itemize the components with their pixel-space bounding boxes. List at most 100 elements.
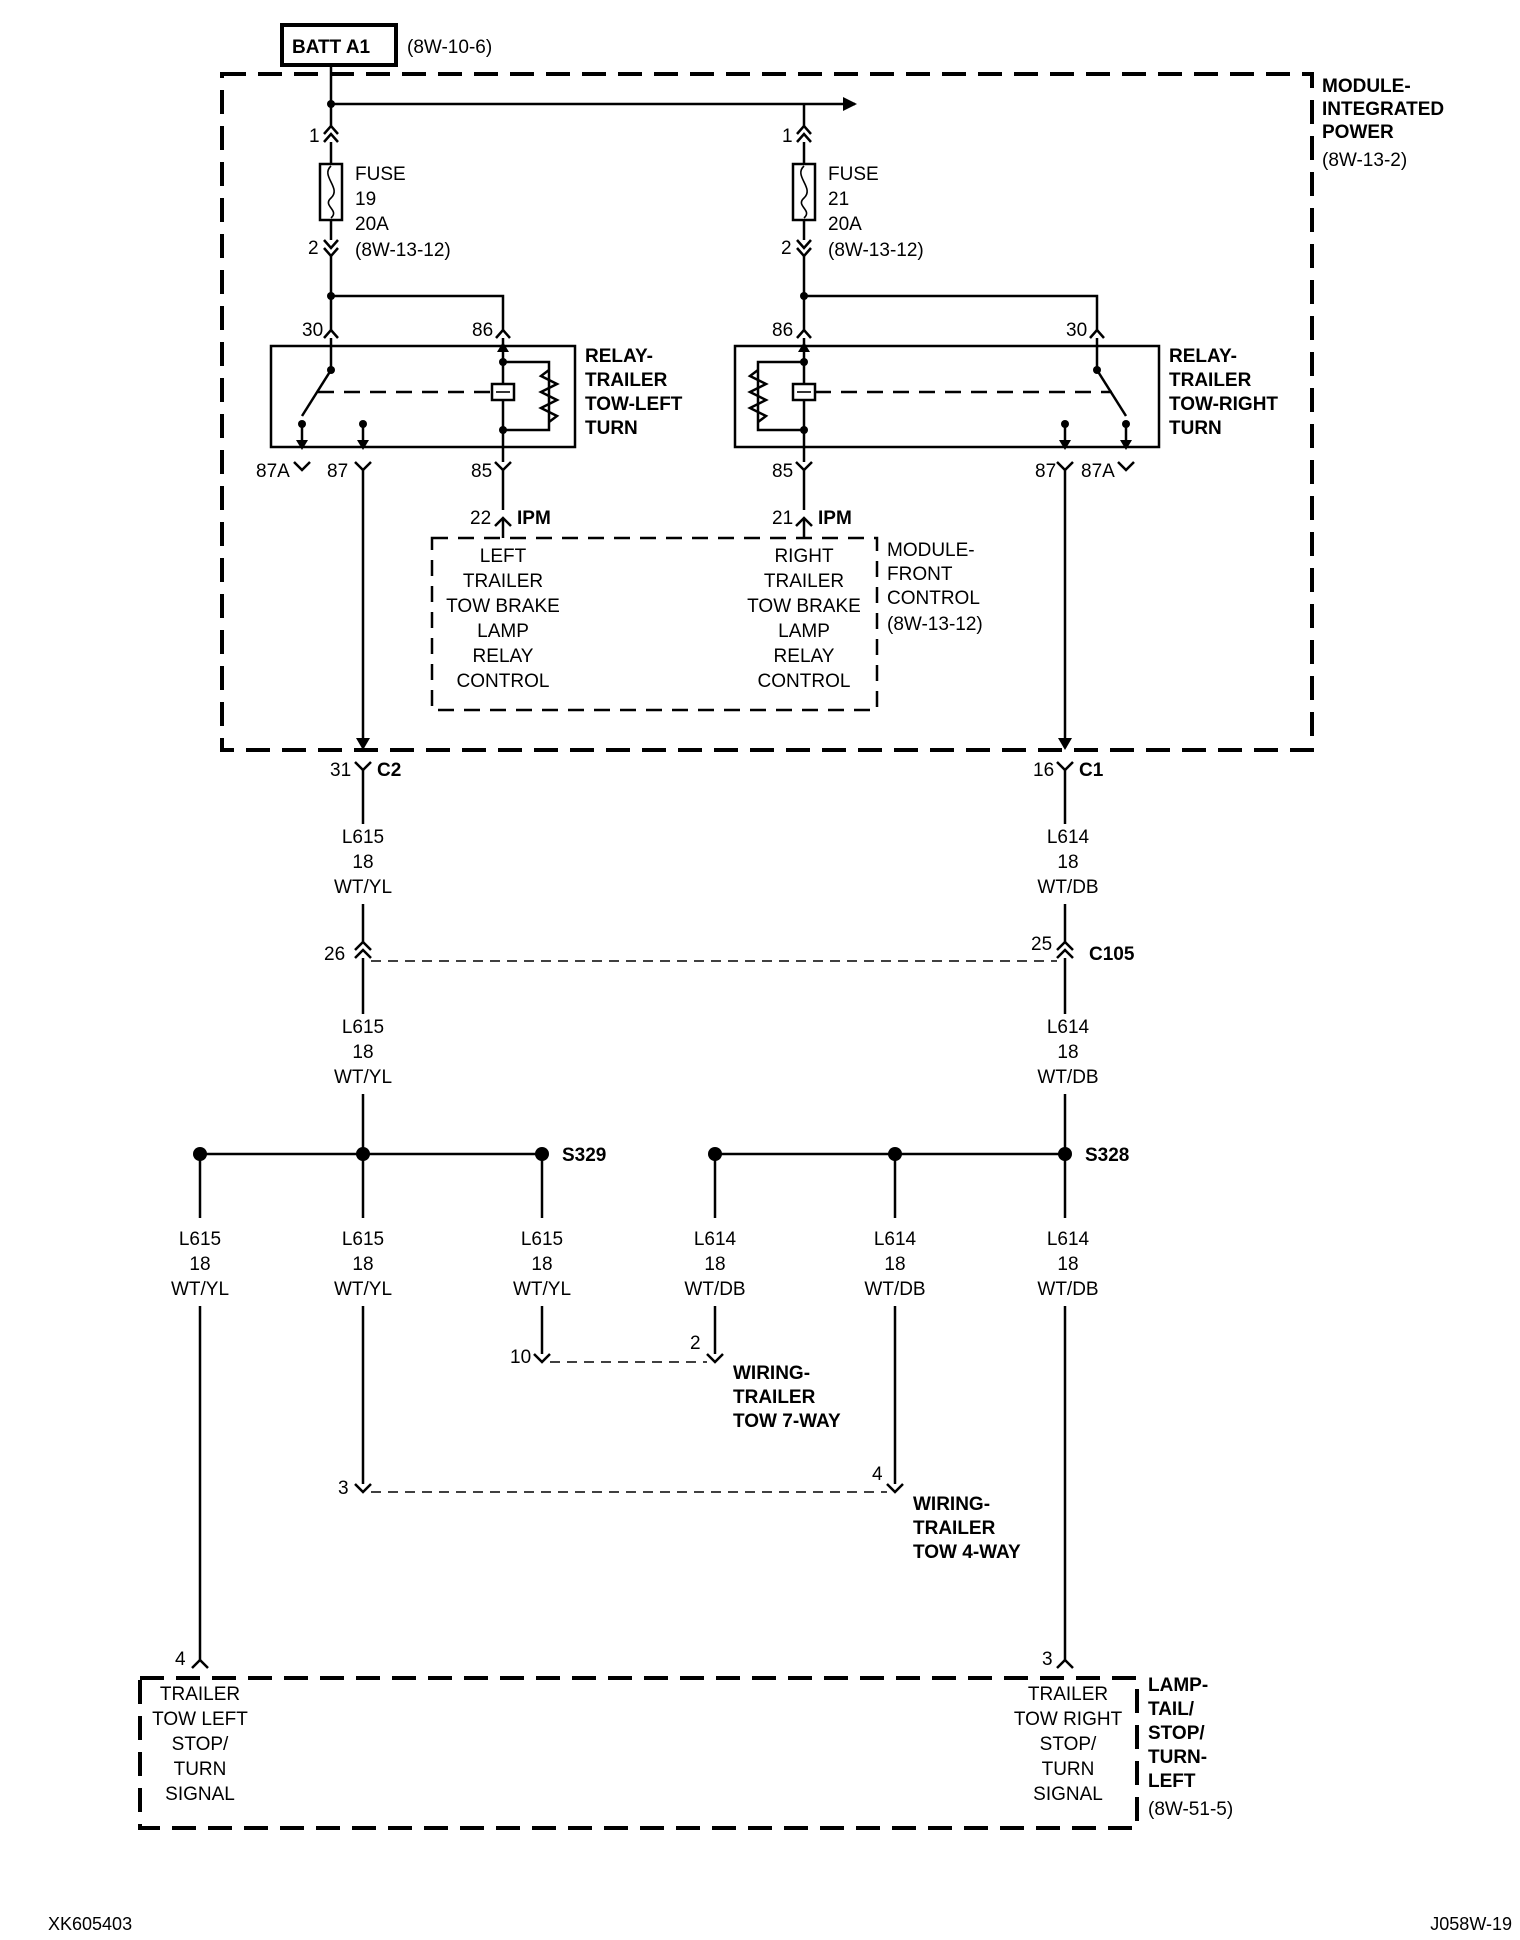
fuse-19-line-4: (8W-13-12) [355, 240, 451, 261]
relay-right-pin87a: 87A [1081, 461, 1115, 482]
c105-left-connector [354, 940, 372, 959]
relay-right-87-arrow [1059, 440, 1071, 450]
tow7-right-connector [706, 1353, 724, 1364]
fuse-19-top-connector [323, 124, 339, 143]
wire-l615-gauge-2: 18 [352, 1042, 373, 1063]
front-control-module: LEFT TRAILER TOW BRAKE LAMP RELAY CONTRO… [430, 536, 983, 712]
branch-2-gauge: 18 [352, 1254, 373, 1275]
wire-labels-upper: L615 18 WT/YL L614 18 WT/DB [334, 827, 1099, 898]
wire-l614-gauge-2: 18 [1057, 1042, 1078, 1063]
relay-right-pin86-connector [796, 328, 812, 339]
fcm-left-line-1: LEFT [480, 546, 527, 567]
lamp-left-line-4: TURN [174, 1759, 227, 1780]
fuse-19: 1 2 FUSE 19 20A (8W-13-12) [308, 124, 451, 261]
c105-connector: 26 25 C105 [324, 934, 1135, 965]
relay-right-contact-feed [804, 294, 1099, 330]
tow4-label-3: TOW 4-WAY [913, 1542, 1021, 1563]
relay-left-coil-arrow [497, 342, 509, 352]
relay-left: 30 86 87A 87 85 RELAY- TRAILER TOW-LEFT [256, 256, 683, 482]
feed-bus-junction [327, 100, 335, 108]
fuse-21-pin-bottom: 2 [781, 238, 792, 259]
c105-right-pin: 25 [1031, 934, 1052, 955]
fuse-19-body [318, 162, 344, 222]
fuse-21-pin-top: 1 [782, 126, 793, 147]
branch-4-gauge: 18 [704, 1254, 725, 1275]
lamp-right-line-5: SIGNAL [1033, 1784, 1103, 1805]
lamp-left-connector [191, 1658, 209, 1669]
fuse-21-line-2: 21 [828, 189, 849, 210]
c2-name: C2 [377, 760, 401, 781]
lamp-left-line-2: TOW LEFT [152, 1709, 248, 1730]
relay-left-armature [300, 369, 333, 417]
relay-right-pin87-connector [1056, 461, 1074, 472]
left-87-arrow [356, 738, 370, 750]
ipm-pin22-connector-name: IPM [517, 508, 551, 529]
branch-1-gauge: 18 [189, 1254, 210, 1275]
lamp-right-line-1: TRAILER [1028, 1684, 1108, 1705]
relay-left-pin85-connector [494, 461, 512, 472]
relay-left-87-arrow [357, 440, 369, 450]
fcm-left-line-2: TRAILER [463, 571, 543, 592]
fuse-19-line-1: FUSE [355, 164, 406, 185]
fuse-21-line-4: (8W-13-12) [828, 240, 924, 261]
ipm-boundary [220, 72, 1314, 752]
relay-right-pin87a-connector [1117, 461, 1135, 472]
s328-label: S328 [1085, 1145, 1129, 1166]
splice-s329: S329 [193, 1145, 606, 1166]
tow7-right-pin: 2 [690, 1333, 701, 1354]
lamp-label-5: LEFT [1148, 1771, 1196, 1792]
relay-left-pin87-connector [354, 461, 372, 472]
left-output-circuit: 31 C2 [330, 470, 401, 782]
relay-left-pin85: 85 [471, 461, 492, 482]
relay-left-pin87a-connector [293, 461, 311, 472]
c1-connector [1056, 761, 1074, 772]
relay-left-pin87a: 87A [256, 461, 290, 482]
relay-left-label-1: RELAY- [585, 346, 653, 367]
wire-l615-gauge-1: 18 [352, 852, 373, 873]
fuse-19-line-2: 19 [355, 189, 376, 210]
relay-right-label-3: TOW-RIGHT [1169, 394, 1278, 415]
relay-right-feed-junction [800, 292, 808, 300]
relay-left-label-4: TURN [585, 418, 638, 439]
relay-right-coil-arrow [798, 342, 810, 352]
lamp-left-line-5: SIGNAL [165, 1784, 235, 1805]
lamp-left-line-3: STOP/ [172, 1734, 229, 1755]
branch-1-circuit: L615 [179, 1229, 221, 1250]
branch-5-circuit: L614 [874, 1229, 917, 1250]
lamp-label-2: TAIL/ [1148, 1699, 1195, 1720]
relay-right-pin30-connector [1089, 328, 1105, 339]
tow4-label-1: WIRING- [913, 1494, 990, 1515]
fuse-21-element [800, 165, 808, 219]
branch-3-color: WT/YL [513, 1279, 571, 1300]
relay-left-label-2: TRAILER [585, 370, 668, 391]
tow7-left-connector [533, 1353, 551, 1364]
batt-label: BATT A1 [292, 37, 371, 58]
relay-left-coil-feed [331, 294, 505, 330]
relay-right-label-4: TURN [1169, 418, 1222, 439]
tow7-left-pin: 10 [510, 1347, 531, 1368]
relay-right-pin85-connector [795, 461, 813, 472]
s329-label: S329 [562, 1145, 606, 1166]
relay-right-pin30: 30 [1066, 320, 1087, 341]
fuse-19-element [327, 165, 335, 219]
wire-l614-circuit-1: L614 [1047, 827, 1090, 848]
tow7-label-1: WIRING- [733, 1363, 810, 1384]
fuse-21: 1 2 FUSE 21 20A (8W-13-12) [781, 124, 924, 261]
right-87-arrow [1058, 738, 1072, 750]
batt-ref: (8W-10-6) [407, 37, 492, 58]
wire-l615-color-1: WT/YL [334, 877, 392, 898]
fuse-21-line-3: 20A [828, 214, 862, 235]
branch-4-circuit: L614 [694, 1229, 737, 1250]
fcm-right-line-4: LAMP [778, 621, 830, 642]
relay-left-label-3: TOW-LEFT [585, 394, 683, 415]
ipm-label-line-3: POWER [1322, 122, 1394, 143]
footer-left-code: XK605403 [48, 1914, 132, 1934]
fuse-21-bottom-connector [796, 239, 812, 258]
fuse-21-body [791, 162, 817, 222]
tow4-left-connector [354, 1483, 372, 1494]
lamp-label-4: TURN- [1148, 1747, 1207, 1768]
wire-labels-middle: L615 18 WT/YL L614 18 WT/DB [334, 1017, 1099, 1088]
branch-3-gauge: 18 [531, 1254, 552, 1275]
lamp-ref: (8W-51-5) [1148, 1799, 1233, 1820]
fcm-right-line-6: CONTROL [758, 671, 851, 692]
